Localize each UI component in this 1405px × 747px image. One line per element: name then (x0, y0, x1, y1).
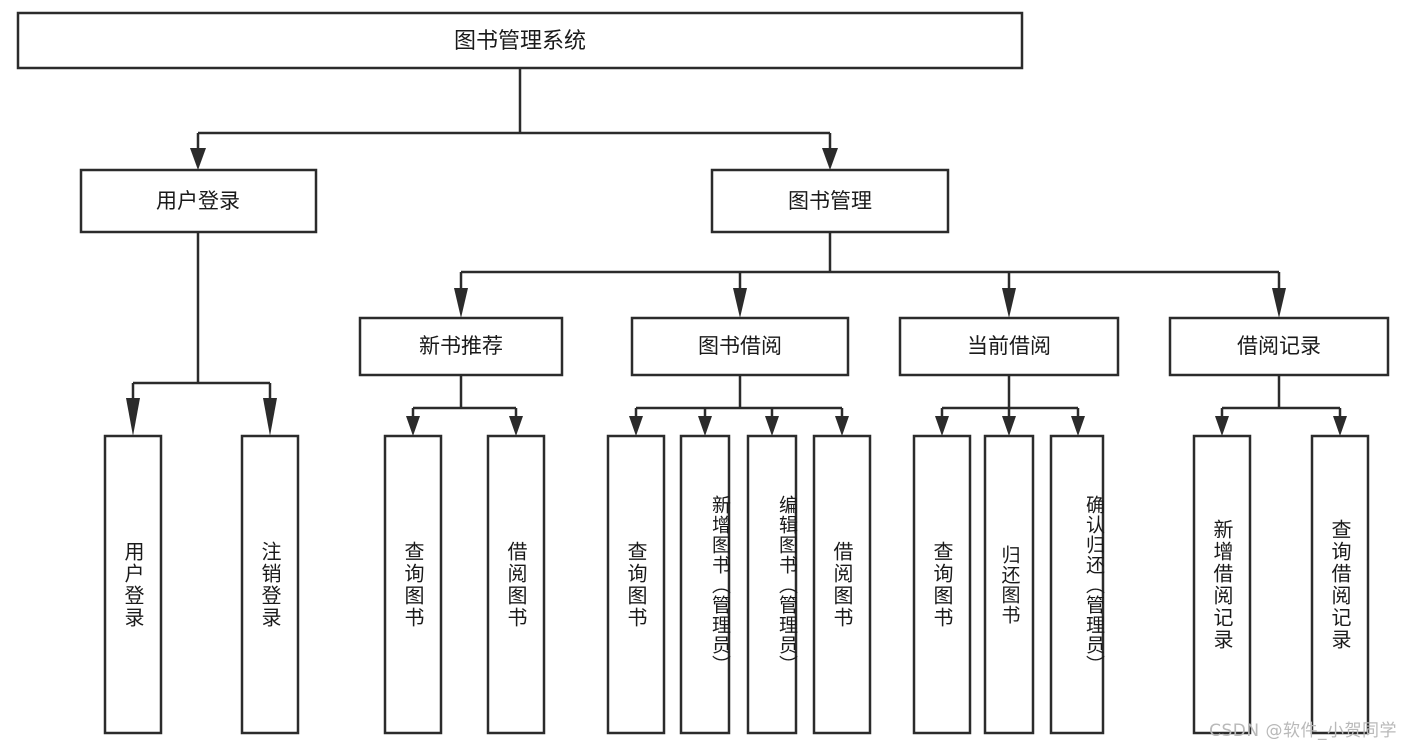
arrow-book-borrow-leaf-2 (698, 416, 712, 436)
node-book-management-label: 图书管理 (788, 189, 872, 213)
arrow-new-book-leaf-1 (406, 416, 420, 436)
arrow-borrow-record-leaf-1 (1215, 416, 1229, 436)
leaf-box-user-login-1[interactable] (103, 434, 163, 735)
node-borrow-record-box[interactable] (1168, 316, 1390, 377)
node-root[interactable]: 图书管理系统 (16, 11, 1024, 70)
edges-group (126, 68, 1347, 436)
leaf-box-current-borrow-1[interactable] (912, 434, 972, 735)
leaf-box-borrow-record-2[interactable] (1310, 434, 1370, 735)
node-book-management-box[interactable] (710, 168, 950, 234)
leaf-box-book-borrow-1[interactable] (606, 434, 666, 735)
arrow-user-login-leaf-2 (263, 398, 277, 436)
arrow-to-new-book (454, 288, 468, 318)
arrow-new-book-leaf-2 (509, 416, 523, 436)
csdn-watermark: CSDN @软件_小贺同学 (1209, 721, 1397, 741)
node-book-management[interactable]: 图书管理 (710, 168, 950, 234)
node-book-borrow-label: 图书借阅 (698, 334, 782, 358)
arrow-book-borrow-leaf-3 (765, 416, 779, 436)
node-current-borrow-box[interactable] (898, 316, 1120, 377)
leaf-box-current-borrow-2[interactable] (983, 434, 1035, 735)
leaf-box-borrow-record-1[interactable] (1192, 434, 1252, 735)
node-book-borrow-box[interactable] (630, 316, 850, 377)
arrow-to-borrow-record (1272, 288, 1286, 318)
arrow-current-borrow-leaf-2 (1002, 416, 1016, 436)
node-user-login-label: 用户登录 (156, 189, 240, 213)
arrow-user-login-leaf-1 (126, 398, 140, 436)
node-new-book-recommend[interactable]: 新书推荐 (358, 316, 564, 377)
leaf-box-new-book-2[interactable] (486, 434, 546, 735)
node-borrow-record[interactable]: 借阅记录 (1168, 316, 1390, 377)
leaf-box-book-borrow-3[interactable] (746, 434, 798, 735)
leaf-box-user-login-2[interactable] (240, 434, 300, 735)
node-user-login-box[interactable] (79, 168, 318, 234)
arrow-current-borrow-leaf-3 (1071, 416, 1085, 436)
leaf-boxes-group (103, 434, 1370, 735)
arrow-book-borrow-leaf-4 (835, 416, 849, 436)
node-new-book-recommend-box[interactable] (358, 316, 564, 377)
leaf-box-book-borrow-2[interactable] (679, 434, 731, 735)
node-current-borrow[interactable]: 当前借阅 (898, 316, 1120, 377)
node-borrow-record-label: 借阅记录 (1237, 334, 1321, 358)
arrow-to-current-borrow (1002, 288, 1016, 318)
node-user-login[interactable]: 用户登录 (79, 168, 318, 234)
arrow-to-user-login (190, 148, 206, 170)
arrow-current-borrow-leaf-1 (935, 416, 949, 436)
node-current-borrow-label: 当前借阅 (967, 334, 1051, 358)
node-new-book-recommend-label: 新书推荐 (419, 334, 503, 358)
leaf-box-current-borrow-3[interactable] (1049, 434, 1105, 735)
arrow-book-borrow-leaf-1 (629, 416, 643, 436)
node-root-label: 图书管理系统 (454, 29, 586, 54)
leaf-box-book-borrow-4[interactable] (812, 434, 872, 735)
arrow-to-book-mgmt (822, 148, 838, 170)
leaf-box-new-book-1[interactable] (383, 434, 443, 735)
arrow-to-book-borrow (733, 288, 747, 318)
node-book-borrow[interactable]: 图书借阅 (630, 316, 850, 377)
node-root-box[interactable] (16, 11, 1024, 70)
arrow-borrow-record-leaf-2 (1333, 416, 1347, 436)
